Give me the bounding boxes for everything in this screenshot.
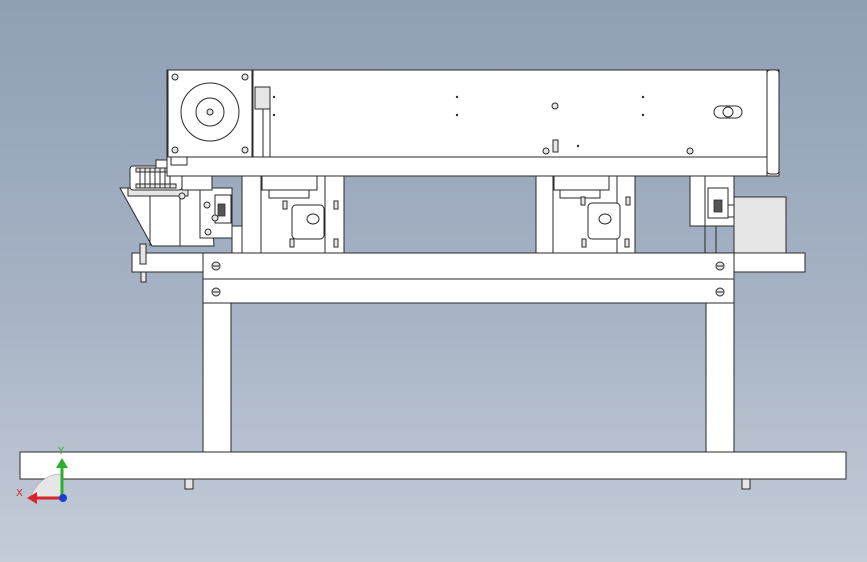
axis-triad: Y X — [16, 446, 68, 504]
left-support-block — [241, 175, 345, 254]
left-leg — [202, 302, 232, 453]
motor-flange — [167, 69, 253, 158]
left-sealing-head — [119, 187, 243, 265]
y-axis-head — [56, 458, 68, 468]
conveyor-housing — [166, 69, 780, 177]
base-foot-bar — [19, 451, 847, 490]
z-axis-dot — [59, 494, 67, 502]
right-support-block — [535, 175, 636, 254]
right-end-bracket — [689, 175, 787, 254]
mount-plate — [131, 252, 806, 283]
lower-cross-beam — [202, 278, 735, 304]
y-axis-label: Y — [57, 446, 65, 457]
housing-details — [254, 86, 743, 158]
x-axis-head — [27, 492, 37, 504]
right-leg — [705, 302, 735, 453]
x-axis-label: X — [16, 488, 23, 499]
